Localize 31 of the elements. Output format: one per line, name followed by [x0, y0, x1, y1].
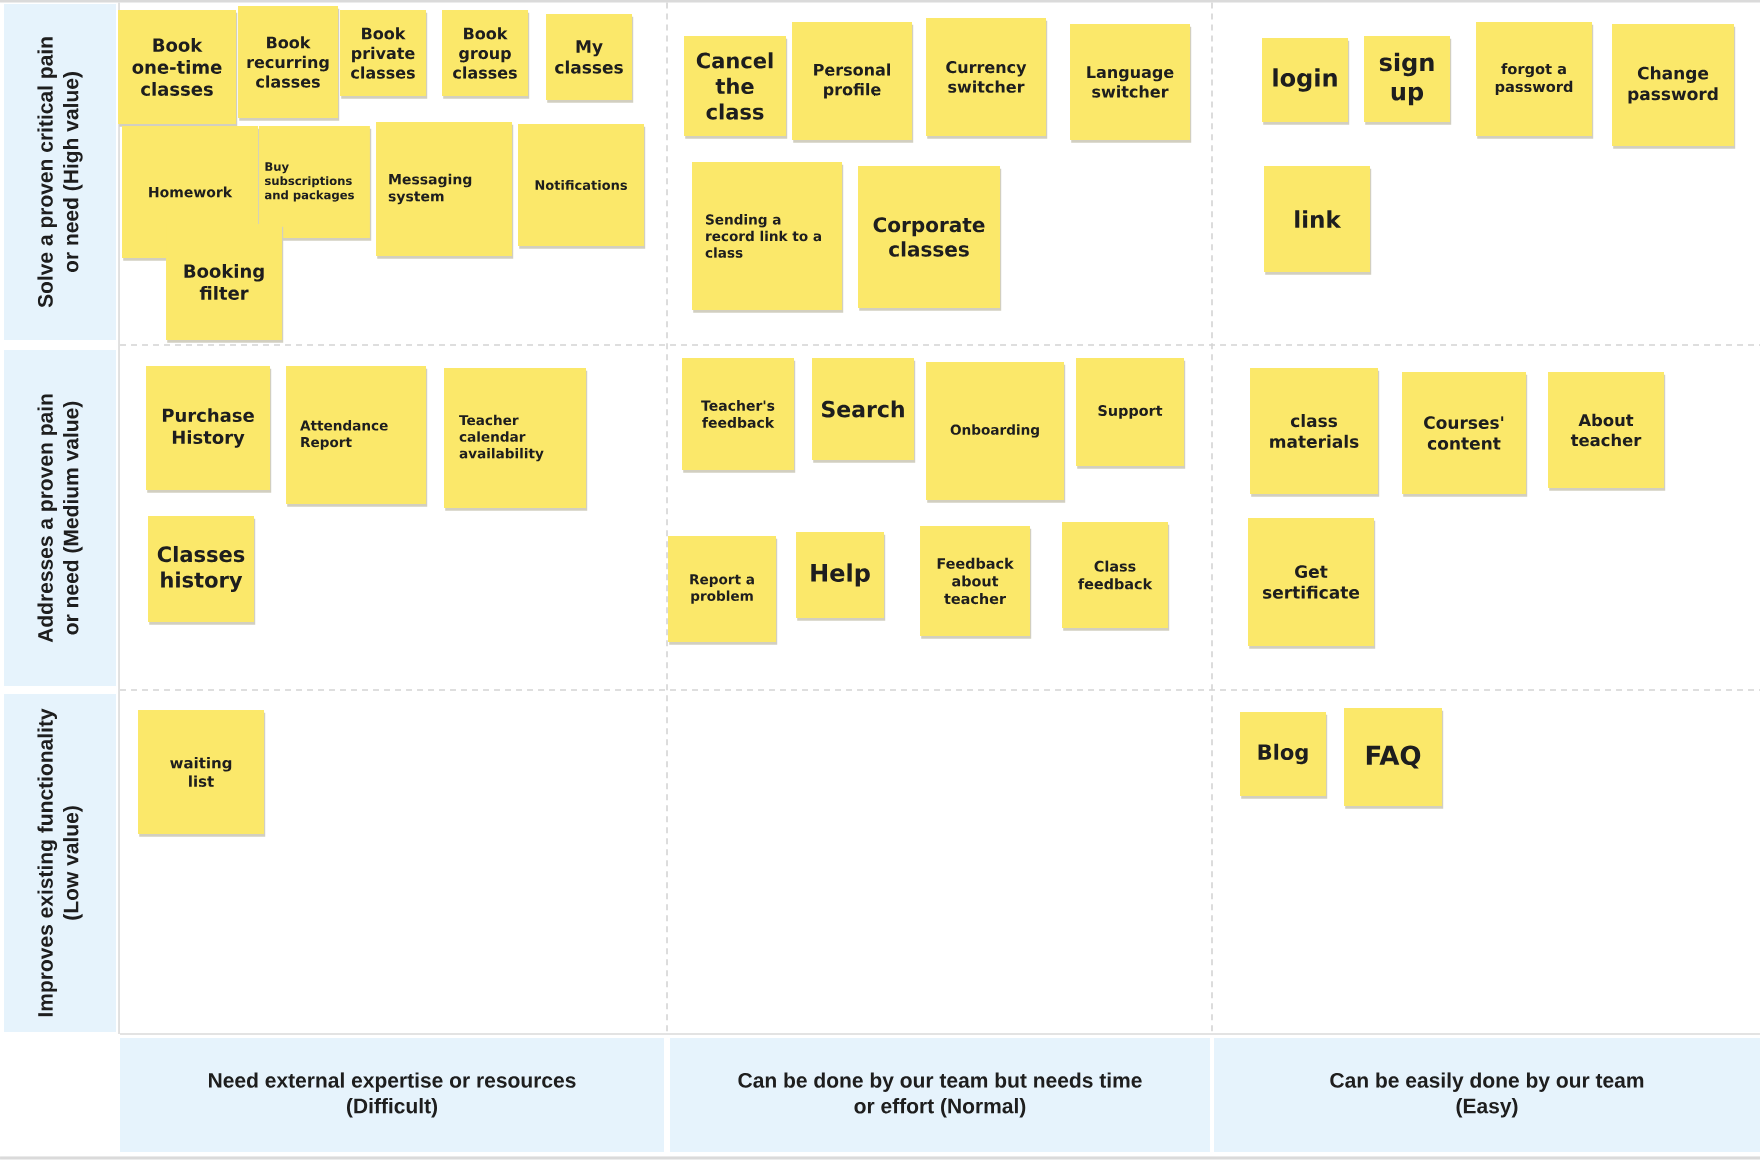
- sticky-note: Book group classes: [442, 10, 530, 99]
- sticky-note: Currency switcher: [926, 18, 1048, 139]
- sticky-note: Change password: [1612, 24, 1736, 149]
- sticky-note: link: [1264, 166, 1372, 275]
- sticky-note: login: [1262, 38, 1350, 125]
- sticky-note: Book one-time classes: [118, 10, 238, 127]
- sticky-note: FAQ: [1344, 707, 1444, 809]
- column-header: Need external expertise or resources (Difficult): [120, 1037, 664, 1152]
- sticky-note: Language switcher: [1070, 24, 1192, 143]
- sticky-note: Purchase History: [146, 366, 272, 493]
- sticky-note: sign up: [1364, 36, 1452, 125]
- sticky-note: About teacher: [1548, 372, 1666, 491]
- sticky-note: Book private classes: [340, 10, 428, 99]
- row-header: Solve a proven critical pain or need (High value): [4, 4, 116, 340]
- row-header: Improves existing functionality (Low value): [4, 694, 116, 1032]
- sticky-note: Get sertificate: [1248, 517, 1376, 649]
- sticky-note: Classes history: [148, 515, 256, 625]
- column-header: Can be easily done by our team (Easy): [1214, 1037, 1760, 1152]
- column-header: Can be done by our team but needs time or effort (Normal): [670, 1037, 1210, 1152]
- sticky-note: Help: [796, 532, 886, 621]
- sticky-note: Corporate classes: [858, 166, 1002, 311]
- sticky-note: Courses' content: [1402, 372, 1528, 497]
- sticky-note: class materials: [1250, 368, 1380, 497]
- sticky-note: Personal profile: [792, 22, 914, 143]
- sticky-note: Search: [812, 358, 916, 463]
- sticky-note: Booking filter: [166, 224, 284, 343]
- sticky-note: My classes: [546, 14, 634, 103]
- row-header: Addresses a proven pain or need (Medium value): [4, 349, 116, 686]
- sticky-note: Cancel the class: [684, 36, 788, 139]
- sticky-note: Blog: [1240, 711, 1328, 799]
- sticky-note: Book recurring classes: [238, 6, 340, 121]
